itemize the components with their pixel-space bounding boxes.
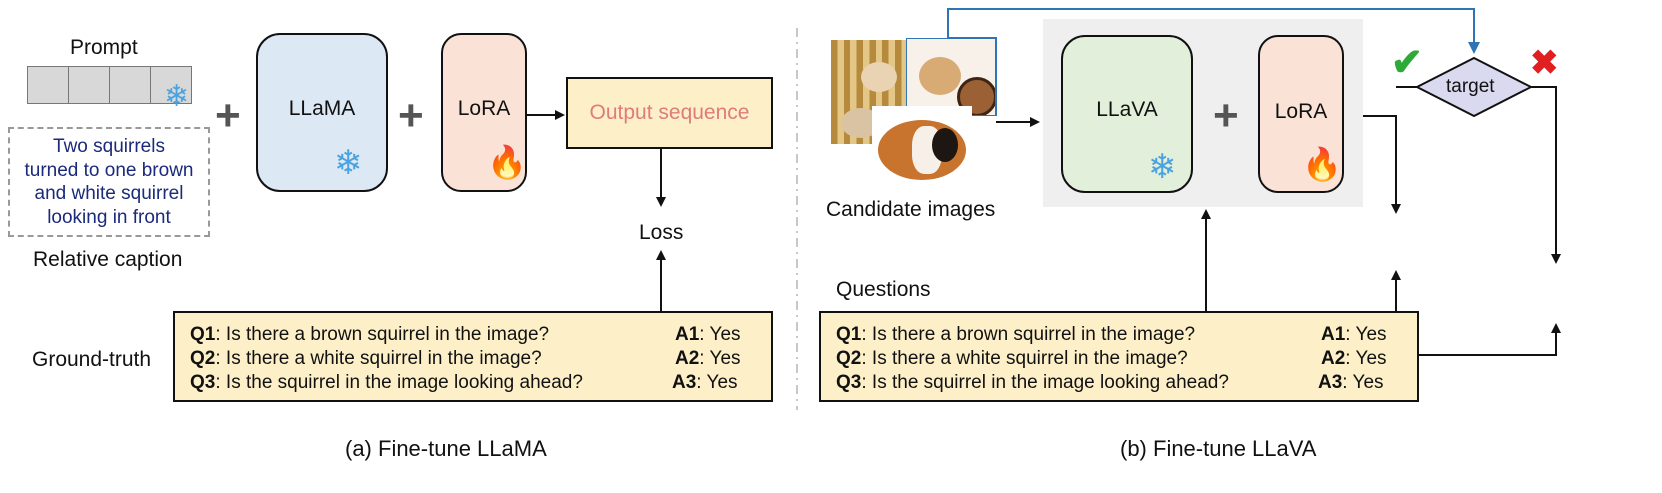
lora-block-llava: LoRA bbox=[1258, 35, 1344, 193]
fire-icon: 🔥 bbox=[487, 144, 527, 180]
caption-line: and white squirrel bbox=[34, 183, 184, 204]
loss-label: Loss bbox=[639, 221, 684, 244]
lora-block: LoRA bbox=[441, 33, 527, 192]
qa-answer: A2: Yes bbox=[1321, 348, 1387, 369]
llava-block: LLaVA bbox=[1061, 35, 1193, 193]
snowflake-icon: ❄ bbox=[164, 80, 190, 113]
prompt-token-strip bbox=[27, 66, 192, 104]
relative-caption-label: Relative caption bbox=[33, 248, 183, 271]
qa-question: Q1: Is there a brown squirrel in the ima… bbox=[190, 324, 550, 345]
output-sequence-box: Output sequence bbox=[566, 77, 773, 149]
candidate-image-hamster-wheel bbox=[906, 38, 996, 116]
candidate-image-guinea-pig bbox=[872, 106, 972, 188]
ground-truth-label: Ground-truth bbox=[32, 348, 152, 371]
llama-label: LLaMA bbox=[288, 96, 356, 120]
snowflake-icon: ❄ bbox=[334, 144, 363, 182]
wire-lora-to-yes-branch bbox=[1363, 115, 1401, 214]
cross-icon: ✖ bbox=[1530, 44, 1559, 82]
qa-question: Q3: Is the squirrel in the image looking… bbox=[836, 372, 1229, 393]
ground-truth-qa-box: Q1: Is there a brown squirrel in the ima… bbox=[173, 311, 773, 402]
questions-label: Questions bbox=[836, 278, 931, 301]
output-sequence-label: Output sequence bbox=[589, 101, 750, 124]
relative-caption-box: Two squirrels turned to one brown and wh… bbox=[8, 127, 210, 237]
candidate-images-label: Candidate images bbox=[826, 198, 996, 221]
snowflake-icon: ❄ bbox=[1148, 148, 1177, 186]
qa-question: Q1: Is there a brown squirrel in the ima… bbox=[836, 324, 1196, 345]
fire-icon: 🔥 bbox=[1302, 146, 1342, 182]
prompt-token bbox=[68, 66, 111, 104]
qa-answer: A3: Yes bbox=[1318, 372, 1384, 393]
qa-question: Q2: Is there a white squirrel in the ima… bbox=[836, 348, 1188, 369]
qa-answer: A1: Yes bbox=[675, 324, 741, 345]
prompt-label: Prompt bbox=[70, 36, 138, 59]
qa-answer: A3: Yes bbox=[672, 372, 738, 393]
target-diamond bbox=[1414, 56, 1534, 118]
arrow-questions-to-right bbox=[1419, 323, 1561, 356]
subtitle-a: (a) Fine-tune LLaMA bbox=[345, 436, 547, 461]
qa-question: Q2: Is there a white squirrel in the ima… bbox=[190, 348, 542, 369]
subtitle-b: (b) Fine-tune LLaVA bbox=[1120, 436, 1317, 461]
target-label: target bbox=[1446, 76, 1495, 97]
lora-label: LoRA bbox=[457, 96, 511, 120]
qa-answer: A2: Yes bbox=[675, 348, 741, 369]
llava-label: LLaVA bbox=[1096, 98, 1158, 121]
arrow-images-to-target bbox=[947, 8, 1480, 116]
caption-line: Two squirrels bbox=[53, 136, 165, 157]
caption-line: looking in front bbox=[47, 206, 171, 228]
lora-label: LoRA bbox=[1274, 100, 1328, 123]
plus-icon: + bbox=[398, 91, 424, 140]
wire-target-no bbox=[1531, 86, 1561, 264]
qa-answer: A1: Yes bbox=[1321, 324, 1387, 345]
caption-line: turned to one brown bbox=[24, 159, 194, 181]
checkmark-icon: ✔ bbox=[1391, 42, 1423, 84]
questions-qa-box: Q1: Is there a brown squirrel in the ima… bbox=[819, 311, 1419, 402]
llama-block: LLaMA bbox=[256, 33, 388, 192]
prompt-token bbox=[150, 66, 192, 104]
qa-question: Q3: Is the squirrel in the image looking… bbox=[190, 372, 583, 393]
plus-icon: + bbox=[215, 91, 241, 140]
plus-icon: + bbox=[1213, 91, 1239, 140]
